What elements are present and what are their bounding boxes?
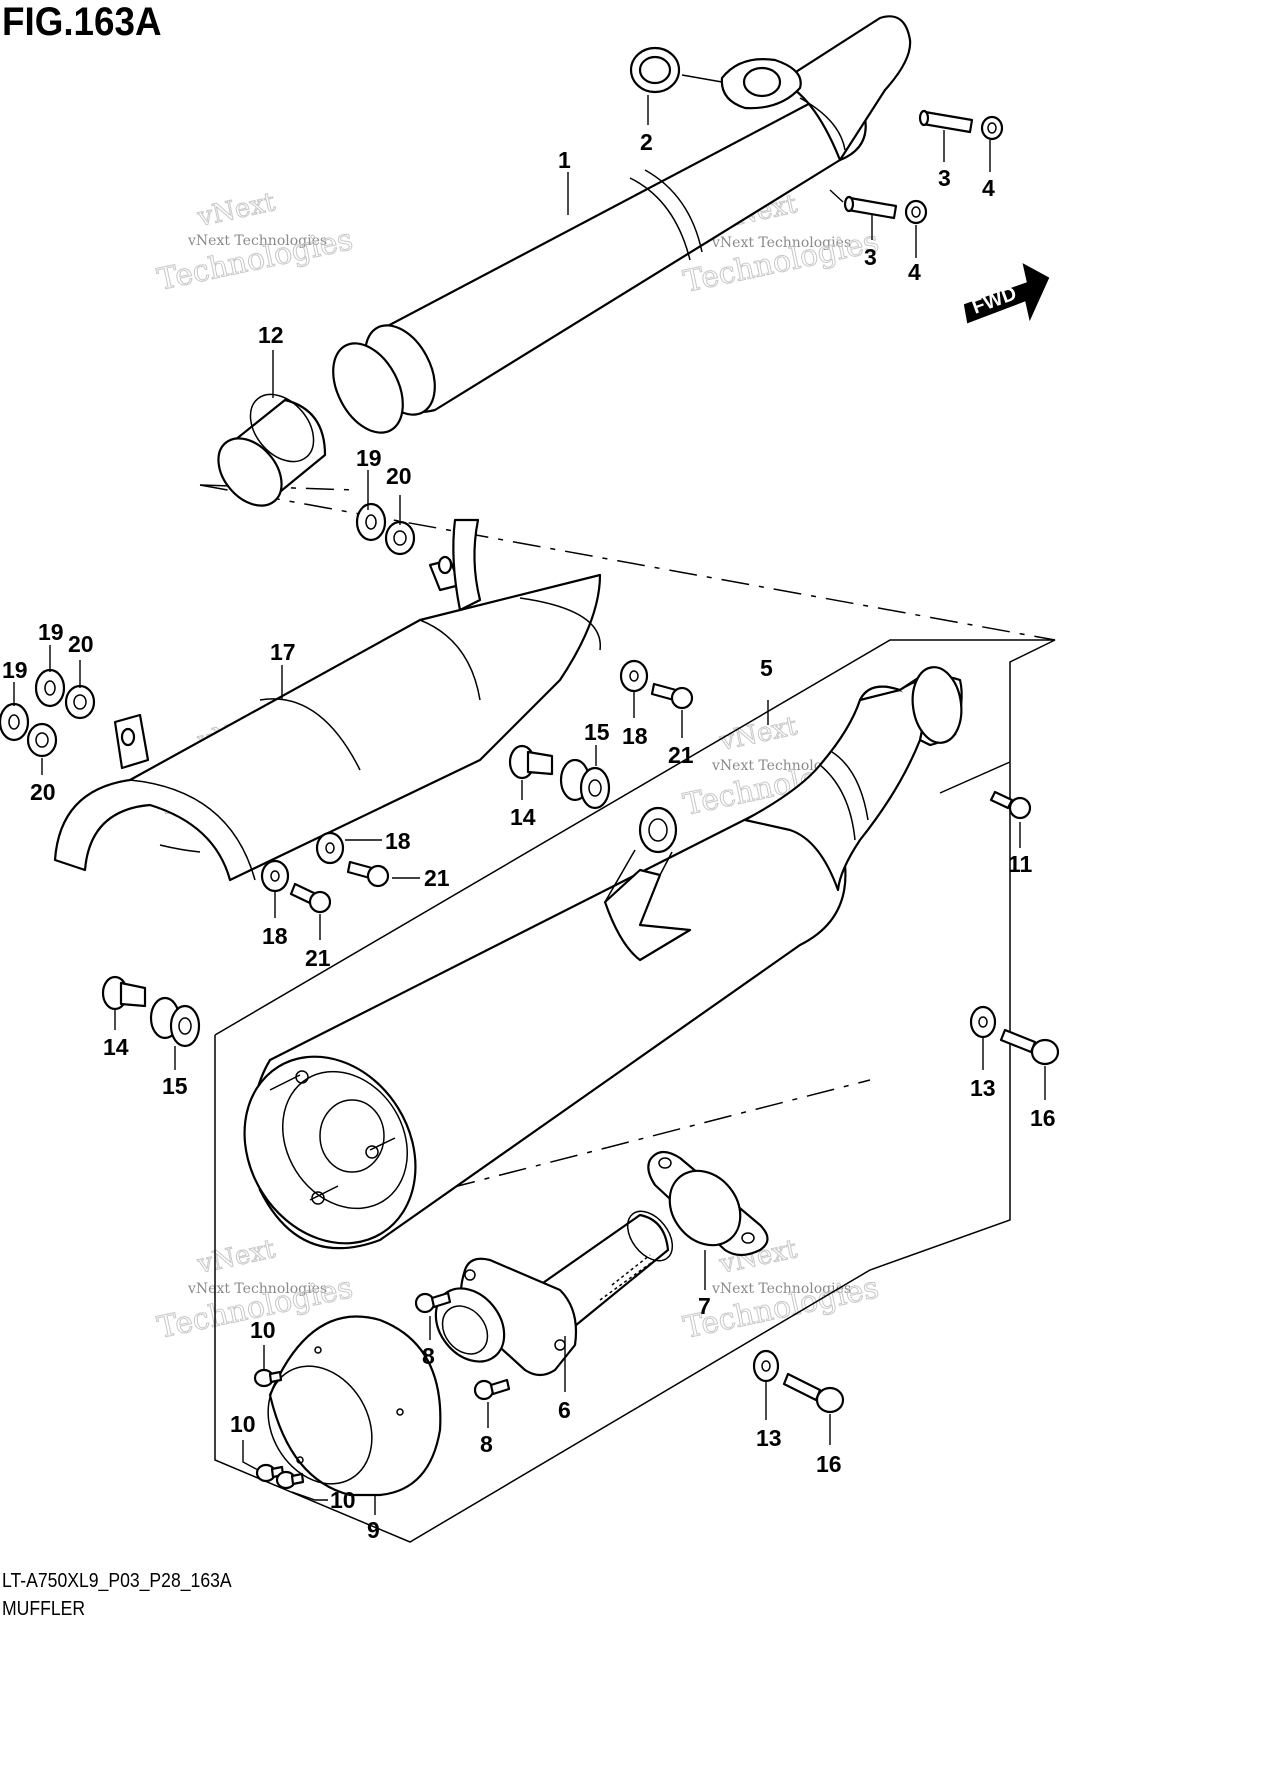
figure-title: FIG.163A (2, 0, 162, 44)
callout-10: 10 (330, 1487, 356, 1513)
bushing-part-20-left-upper (64, 684, 96, 720)
callout-10: 10 (230, 1411, 256, 1437)
screw-part-8-lower (473, 1378, 511, 1401)
callout-14: 14 (510, 804, 536, 830)
nut-part-4-upper (980, 115, 1004, 141)
fwd-label: FWD (969, 282, 1019, 318)
exhaust-pipe-part-1 (332, 15, 912, 434)
washer-part-18-right (619, 659, 649, 693)
washer-part-19-top (355, 502, 387, 542)
callout-5: 5 (760, 655, 773, 681)
callout-15: 15 (162, 1073, 188, 1099)
collar-part-14-upper (508, 744, 554, 780)
grommet-part-15-upper (559, 758, 611, 810)
callout-20: 20 (30, 779, 56, 805)
assembly-line (344, 1079, 871, 1216)
callout-4: 4 (982, 175, 995, 201)
section-name: MUFFLER (2, 1598, 86, 1620)
callout-labels: 1 2 3 4 3 4 5 6 7 8 8 9 10 10 10 11 12 1… (2, 129, 1056, 1543)
bolt-part-21-right (650, 682, 694, 710)
washer-part-18-center (315, 831, 345, 865)
callout-17: 17 (270, 639, 296, 665)
callout-18: 18 (622, 723, 648, 749)
gasket-part-7 (647, 1150, 769, 1257)
forward-direction-arrow: FWD (963, 263, 1050, 324)
callout-3: 3 (938, 165, 951, 191)
callout-18: 18 (385, 828, 411, 854)
washer-part-19-left-upper (34, 668, 66, 708)
screw-part-10-lower (275, 1470, 305, 1490)
callout-10: 10 (250, 1317, 276, 1343)
callout-8: 8 (422, 1343, 435, 1369)
bolt-part-16-upper (999, 1028, 1060, 1066)
callout-8: 8 (480, 1431, 493, 1457)
gasket-part-2 (629, 46, 681, 94)
callout-21: 21 (305, 945, 331, 971)
callout-21: 21 (668, 742, 694, 768)
connector-sleeve-part-12 (217, 393, 327, 507)
washer-part-13-lower (752, 1349, 780, 1383)
end-cap-part-9 (267, 1315, 442, 1497)
watermark-text: vNext Technologies (187, 1281, 327, 1297)
bolt-part-16-lower (782, 1372, 845, 1414)
callout-13: 13 (756, 1425, 782, 1451)
muffler-body-part-5 (243, 666, 963, 1250)
assembly-line (199, 484, 1056, 641)
nut-part-4-lower (904, 199, 928, 225)
watermark-text: vNext (194, 187, 278, 233)
callout-19: 19 (2, 657, 28, 683)
bolt-part-21-lower (289, 882, 332, 914)
callout-9: 9 (367, 1517, 380, 1543)
watermark-text: vNext Technologies (711, 1281, 851, 1297)
watermark-top-left: vNext Technologies vNext Technologies (154, 187, 356, 299)
model-code: LT-A750XL9_P03_P28_163A (2, 1570, 232, 1592)
callout-16: 16 (816, 1451, 842, 1477)
bolt-part-11 (989, 790, 1032, 820)
callout-16: 16 (1030, 1105, 1056, 1131)
callout-7: 7 (698, 1293, 711, 1319)
stud-part-3-upper (918, 109, 974, 134)
bushing-part-20-top (384, 520, 416, 556)
watermark-text: vNext Technologies (187, 233, 327, 249)
callout-21: 21 (424, 865, 450, 891)
watermark-text: vNext (194, 1234, 278, 1280)
callout-1: 1 (558, 147, 571, 173)
frame-line (939, 761, 1011, 794)
callout-15: 15 (584, 719, 610, 745)
screw-part-10-middle (255, 1463, 285, 1483)
callout-3: 3 (864, 244, 877, 270)
callout-12: 12 (258, 322, 284, 348)
callout-14: 14 (103, 1034, 129, 1060)
collar-part-14-left (101, 975, 147, 1011)
callout-2: 2 (640, 129, 653, 155)
washer-part-19-left-lower (0, 702, 30, 742)
callout-20: 20 (386, 463, 412, 489)
callout-19: 19 (38, 619, 64, 645)
stud-part-3-lower (843, 195, 898, 220)
callout-6: 6 (558, 1397, 571, 1423)
washer-part-13-upper (969, 1005, 997, 1039)
callout-20: 20 (68, 631, 94, 657)
screw-part-8-upper (414, 1291, 452, 1314)
grommet-part-15-left (149, 996, 201, 1048)
bushing-part-20-left-lower (26, 722, 58, 758)
spark-arrester-part-6 (434, 1210, 674, 1377)
heat-shield-part-17 (53, 518, 602, 882)
leader-lines (13, 74, 1046, 1515)
watermark-bottom-right: vNext Technologies vNext Technologies (680, 1234, 882, 1347)
washer-part-18-lower (260, 859, 290, 893)
callout-18: 18 (262, 923, 288, 949)
callout-11: 11 (1008, 851, 1033, 877)
callout-4: 4 (908, 259, 921, 285)
watermark-text: vNext Technologies (711, 235, 851, 251)
callout-19: 19 (356, 445, 382, 471)
bolt-part-21-center (346, 860, 390, 888)
callout-13: 13 (970, 1075, 996, 1101)
